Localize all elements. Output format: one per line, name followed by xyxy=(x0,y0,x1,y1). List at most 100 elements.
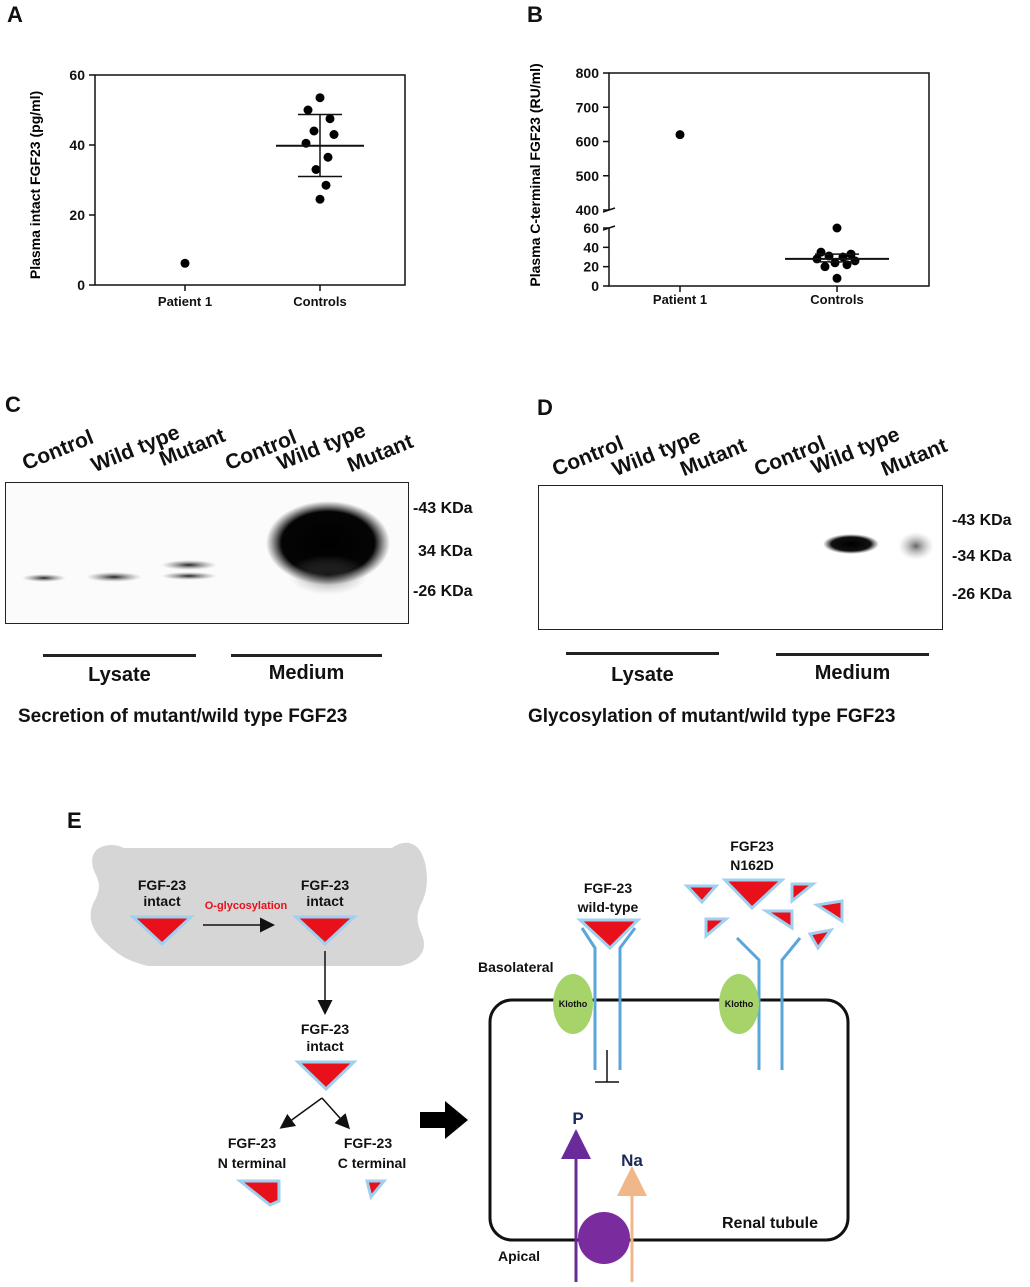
panel-label-a: A xyxy=(7,2,23,27)
y-tick-label: 500 xyxy=(576,168,600,184)
data-point xyxy=(311,165,321,174)
n-terminal-label: FGF-23 xyxy=(228,1135,276,1151)
western-blot-d xyxy=(538,485,943,630)
bone-shape xyxy=(90,842,427,966)
wild-type-label: wild-type xyxy=(577,899,639,915)
chart-a: Plasma intact FGF23 (pg/ml) 0 20 40 60 Pati… xyxy=(27,67,406,309)
band xyxy=(898,532,934,560)
blot-d-bands xyxy=(823,532,934,560)
data-point xyxy=(321,180,331,190)
band xyxy=(86,572,142,582)
y-tick-label: 60 xyxy=(583,220,599,236)
fgf23-mutant-triangle xyxy=(721,878,786,911)
band xyxy=(823,534,879,554)
receptor xyxy=(780,937,802,1070)
n-terminal-fragment xyxy=(235,1179,281,1207)
fgf23-mutant-fragment xyxy=(760,909,794,931)
klotho-label: Klotho xyxy=(559,999,588,1009)
y-tick-label: 20 xyxy=(583,259,599,275)
panel-label-b: B xyxy=(527,2,543,27)
mutant-label: N162D xyxy=(730,857,774,873)
y-tick-label: 700 xyxy=(576,99,600,115)
marker-label: 34 KDa xyxy=(418,543,473,560)
y-tick-label: 0 xyxy=(591,278,599,294)
marker-label: -26 KDa xyxy=(413,583,473,600)
group-bar-lysate xyxy=(566,652,719,655)
y-tick-label: 20 xyxy=(69,207,85,223)
lane-label: Control xyxy=(19,425,97,476)
data-point xyxy=(303,105,313,115)
receptor xyxy=(580,927,597,1070)
group-bar-medium xyxy=(231,654,382,657)
chart-a-frame xyxy=(94,74,406,286)
apical-label: Apical xyxy=(498,1248,540,1264)
group-label-lysate: Lysate xyxy=(611,664,674,686)
data-point xyxy=(675,130,685,140)
x-tick-label: Patient 1 xyxy=(653,292,707,307)
klotho xyxy=(553,974,593,1034)
split-arrow-n xyxy=(279,1097,323,1129)
data-point xyxy=(323,152,333,162)
band xyxy=(161,572,217,580)
chart-a-ylabel: Plasma intact FGF23 (pg/ml) xyxy=(27,91,43,279)
na-label: Na xyxy=(621,1151,643,1170)
band xyxy=(288,555,368,595)
panel-label-d: D xyxy=(537,395,553,420)
transporter xyxy=(578,1212,630,1264)
klotho-label: Klotho xyxy=(725,999,754,1009)
marker-label: -34 KDa xyxy=(952,548,1012,565)
fgf23-mutant-fragment xyxy=(812,899,844,924)
x-tick-label: Controls xyxy=(810,292,863,307)
klotho xyxy=(719,974,759,1034)
fgf23-intact-triangle xyxy=(129,915,195,947)
data-point xyxy=(850,256,860,266)
fgf23-intact-label: FGF-23 xyxy=(301,877,349,893)
caption-d: Glycosylation of mutant/wild type FGF23 xyxy=(528,706,896,727)
y-tick-label: 800 xyxy=(576,65,600,81)
c-terminal-label: C terminal xyxy=(338,1155,406,1171)
marker-label: -26 KDa xyxy=(952,586,1012,603)
group-label-medium: Medium xyxy=(268,662,345,684)
y-tick-label: 40 xyxy=(583,239,599,255)
renal-tubule-cell xyxy=(488,998,850,1242)
mutant-label: FGF23 xyxy=(730,838,774,854)
data-point xyxy=(180,258,190,268)
basolateral-label: Basolateral xyxy=(478,959,553,975)
y-tick-label: 60 xyxy=(69,67,85,83)
fgf23-wild-type-triangle xyxy=(576,918,642,951)
data-point xyxy=(329,130,339,139)
fgf23-intact-triangle xyxy=(292,915,358,947)
chart-b-ylabel: Plasma C-terminal FGF23 (RU/ml) xyxy=(527,63,543,286)
marker-label: -43 KDa xyxy=(952,512,1012,529)
group-bar-lysate xyxy=(43,654,196,657)
fgf23-intact-label: intact xyxy=(306,893,344,909)
chart-b: Plasma C-terminal FGF23 (RU/ml) 02040604… xyxy=(527,63,930,307)
data-point xyxy=(832,273,842,283)
data-point xyxy=(832,223,842,233)
receptor xyxy=(618,927,637,1070)
y-tick-label: 0 xyxy=(77,277,85,293)
big-arrow xyxy=(420,1101,468,1139)
y-tick-label: 40 xyxy=(69,137,85,153)
wild-type-label: FGF-23 xyxy=(584,880,632,896)
n-terminal-label: N terminal xyxy=(218,1155,286,1171)
chart-b-frame xyxy=(608,72,930,287)
fgf23-intact-label: FGF-23 xyxy=(301,1021,349,1037)
data-point xyxy=(325,114,335,124)
data-point xyxy=(830,258,840,268)
group-label-lysate: Lysate xyxy=(88,664,151,686)
fgf23-mutant-fragment xyxy=(790,882,818,905)
mechanism-diagram: FGF-23 intact FGF-23 intact FGF-23 intac… xyxy=(90,838,850,1282)
group-label-medium: Medium xyxy=(814,662,891,684)
x-tick-label: Patient 1 xyxy=(158,294,212,309)
c-terminal-fragment xyxy=(365,1179,388,1201)
fgf23-intact-label: intact xyxy=(143,893,181,909)
fgf23-intact-label: FGF-23 xyxy=(138,877,186,893)
panel-label-e: E xyxy=(67,808,82,833)
blot-c-bands xyxy=(22,501,390,595)
y-tick-label: 600 xyxy=(576,134,600,150)
data-point xyxy=(315,194,325,204)
data-point xyxy=(820,262,830,272)
p-label: P xyxy=(572,1109,583,1128)
fgf23-intact-triangle xyxy=(294,1060,358,1092)
